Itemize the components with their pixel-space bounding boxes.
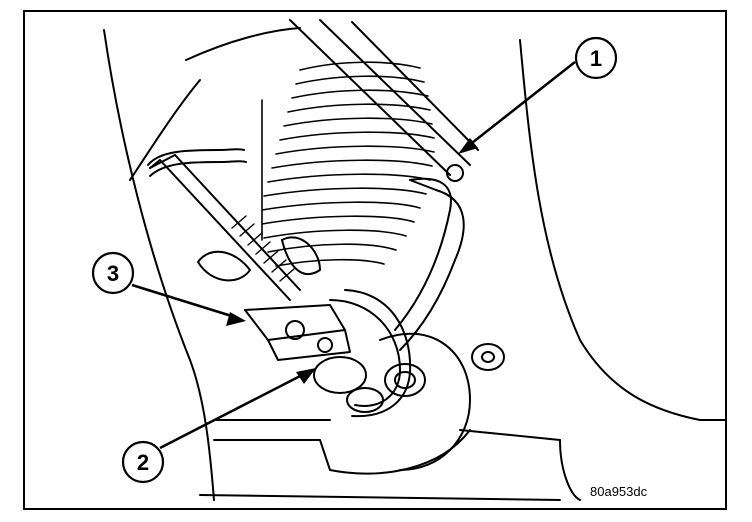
figure-border	[23, 10, 727, 510]
washer	[471, 343, 505, 371]
callout-3: 3	[91, 251, 246, 326]
callout-2-label: 2	[137, 450, 149, 475]
coil-spring	[261, 61, 435, 267]
callout-1: 1	[458, 36, 618, 154]
callout-2: 2	[121, 368, 316, 484]
illustration	[103, 19, 727, 501]
separator-tool	[149, 154, 412, 418]
callout-1-label: 1	[590, 46, 602, 71]
figure-code: 80a953dc	[590, 484, 648, 499]
callout-3-label: 3	[107, 261, 119, 286]
